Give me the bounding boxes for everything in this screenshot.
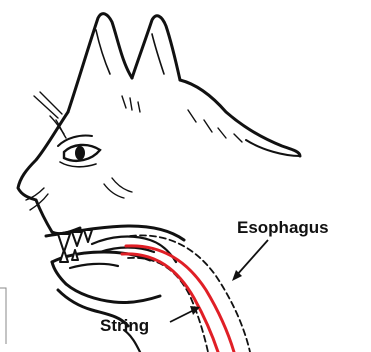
cat-teeth-icon xyxy=(58,230,92,262)
cat-head-outline-icon xyxy=(18,14,300,352)
frame-corner xyxy=(0,288,6,344)
esophagus-arrow-icon xyxy=(232,240,268,281)
string-label: String xyxy=(100,316,149,335)
string-line xyxy=(122,246,234,352)
cat-eye-icon xyxy=(58,135,100,166)
cat-whiskers-icon xyxy=(26,92,66,210)
cat-fur-strokes-icon xyxy=(104,96,242,198)
esophagus-label: Esophagus xyxy=(237,218,329,237)
string-arrow-icon xyxy=(170,306,200,322)
